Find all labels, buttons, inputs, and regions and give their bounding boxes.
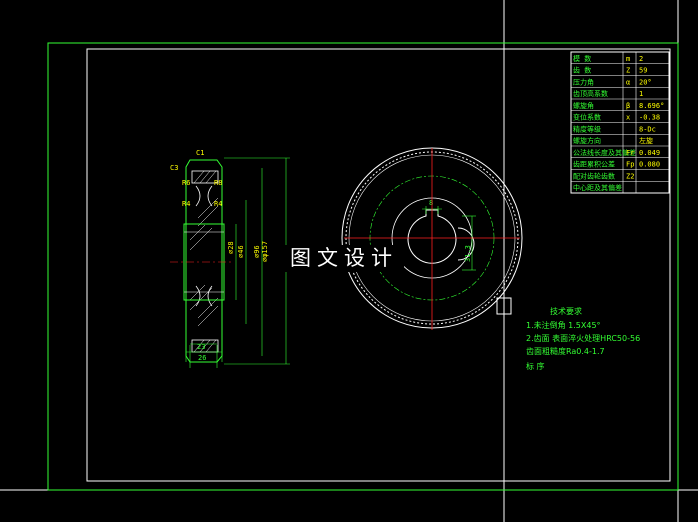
tech-line-2: 2.齿面 表面淬火处理HRC50-56 <box>526 333 640 343</box>
param-value: 8.696° <box>639 102 664 110</box>
keyway-width-label: 8 <box>429 199 433 207</box>
technical-requirements: 技术要求 1.未注倒角 1.5X45° 2.齿面 表面淬火处理HRC50-56 … <box>526 306 640 371</box>
label-dim-26: 26 <box>198 354 206 362</box>
gear-side-view: C1 C3 R6 R8 R4 R4 23 26 ⌀28 ⌀46 ⌀96 ⌀φ15… <box>170 149 290 368</box>
param-name: 配对齿轮齿数 <box>573 171 615 180</box>
label-c1: C1 <box>196 149 204 157</box>
label-dia-96: ⌀96 <box>253 245 261 258</box>
tech-line-1: 1.未注倒角 1.5X45° <box>526 320 601 330</box>
param-name: 齿顶高系数 <box>573 89 608 98</box>
tech-line-4: 标 序 <box>526 361 545 371</box>
param-value: 20° <box>639 78 652 86</box>
param-symbol: m <box>626 55 630 63</box>
param-name: 齿 数 <box>573 66 591 75</box>
param-value: 59 <box>639 67 647 75</box>
label-r6: R6 <box>182 179 190 187</box>
param-symbol: α <box>626 78 630 86</box>
param-name: 公法线长度及其偏差 <box>573 148 636 157</box>
label-dim-23: 23 <box>197 343 205 351</box>
param-value: 2 <box>639 55 643 63</box>
label-c3: C3 <box>170 164 178 172</box>
label-r4-left: R4 <box>182 200 190 208</box>
label-dia-46: ⌀46 <box>237 245 245 258</box>
param-symbol: Z <box>626 67 630 75</box>
label-dia-28: ⌀28 <box>227 241 235 254</box>
param-symbol: x <box>626 114 630 122</box>
drawing-frame <box>86 48 671 482</box>
param-value: 0.049 <box>639 149 660 157</box>
param-name: 螺旋方向 <box>573 136 601 145</box>
tech-title: 技术要求 <box>550 306 582 316</box>
watermark-text: 图文设计 <box>284 245 404 273</box>
param-value: 8-Dc <box>639 125 656 133</box>
param-name: 压力角 <box>573 77 594 86</box>
parameters-table: 模 数 m 2 齿 数 Z 59 压力角 α 20° 齿顶高系数 1 螺旋角 β 8.696° 变位系数 x -… <box>570 51 670 194</box>
param-name: 模 数 <box>573 54 591 63</box>
param-symbol: Fp <box>626 161 634 169</box>
label-dia-tip: ⌀φ157 <box>261 241 269 262</box>
gear-front-view: 8 31.3 <box>341 147 523 330</box>
label-r4-right: R4 <box>214 200 222 208</box>
param-value: -0.38 <box>639 114 660 122</box>
param-symbol: Fr <box>626 149 634 157</box>
param-value: 左旋 <box>639 136 653 145</box>
sheet-border <box>47 42 679 491</box>
param-symbol: β <box>626 102 630 110</box>
keyway-depth-label: 31.3 <box>464 245 472 262</box>
tech-line-3: 齿面粗糙度Ra0.4-1.7 <box>526 346 605 356</box>
param-symbol: Z2 <box>626 172 634 180</box>
param-value: 0.080 <box>639 161 660 169</box>
param-value: 1 <box>639 90 643 98</box>
param-name: 螺旋角 <box>573 101 594 110</box>
param-name: 齿距累积公差 <box>573 160 615 169</box>
param-name: 中心距及其偏差 <box>573 183 622 192</box>
param-name: 精度等级 <box>573 124 601 133</box>
param-name: 变位系数 <box>573 113 601 122</box>
label-r8: R8 <box>214 179 222 187</box>
